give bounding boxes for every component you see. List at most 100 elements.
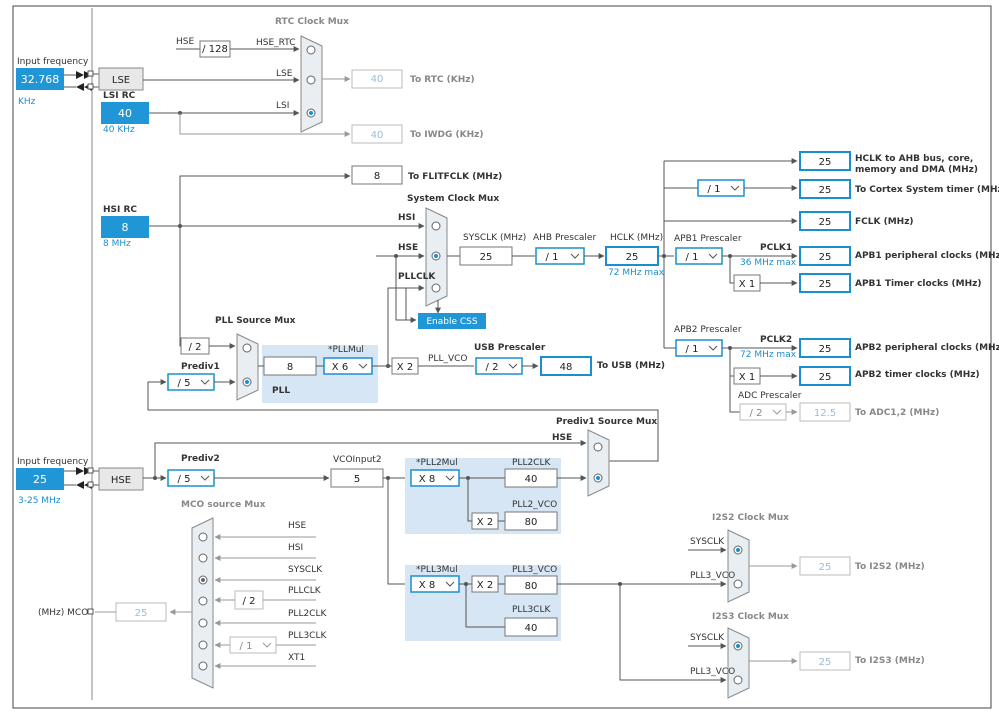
mco-hsi-label: HSI bbox=[288, 543, 303, 553]
chevron-down-icon bbox=[262, 642, 272, 648]
i2s3-clock-mux[interactable] bbox=[727, 627, 750, 699]
cortex-output-value: 25 bbox=[819, 185, 832, 196]
rtc-output-label: To RTC (KHz) bbox=[410, 75, 475, 85]
prediv1-source-mux[interactable] bbox=[587, 429, 610, 497]
pll-src-radio-hsi[interactable] bbox=[242, 343, 252, 353]
mco-radio-pllclk[interactable] bbox=[198, 596, 208, 606]
hclk-ahb-output-box bbox=[799, 151, 851, 171]
iwdg-output-label: To IWDG (KHz) bbox=[410, 130, 484, 140]
pclk1-label: PCLK1 bbox=[760, 243, 792, 253]
hclk-ahb-label-1: HCLK to AHB bus, core, bbox=[855, 154, 973, 164]
adc-prescaler-title: ADC Prescaler bbox=[738, 391, 802, 401]
apb1-title: APB1 Prescaler bbox=[674, 234, 742, 244]
i2s3-sysclk-label: SYSCLK bbox=[690, 633, 725, 643]
apb2-peripheral-value: 25 bbox=[819, 344, 832, 355]
fclk-output-box bbox=[799, 211, 851, 231]
i2s3-radio-pll3[interactable] bbox=[733, 675, 743, 685]
chevron-down-icon bbox=[358, 363, 368, 369]
i2s2-radio-pll3[interactable] bbox=[733, 579, 743, 589]
pll-x2-value: X 2 bbox=[397, 362, 413, 373]
enable-css-button[interactable] bbox=[418, 313, 486, 329]
mco-pll3clk-label: PLL3CLK bbox=[288, 631, 327, 641]
wire bbox=[179, 173, 351, 226]
enable-css-label: Enable CSS bbox=[426, 317, 478, 327]
lse-input-title: Input frequency bbox=[17, 57, 89, 67]
pll3clk-value: 40 bbox=[525, 623, 538, 634]
pll-source-mux[interactable] bbox=[236, 333, 259, 401]
chevron-down-icon bbox=[200, 475, 210, 481]
rtc-mux-radio-hse[interactable] bbox=[306, 45, 316, 55]
rtc-mux-radio-lsi-dot bbox=[309, 111, 313, 115]
prediv1-mux-radio-hse[interactable] bbox=[593, 442, 603, 452]
i2s2-radio-sysclk-dot bbox=[736, 548, 740, 552]
pll3clk-title: PLL3CLK bbox=[512, 605, 551, 615]
hclk-ahb-label-2: memory and DMA (MHz) bbox=[855, 165, 978, 175]
iwdg-output-value: 40 bbox=[371, 130, 384, 141]
lse-input-frequency[interactable] bbox=[16, 68, 64, 90]
apb1-peripheral-label: APB1 peripheral clocks (MHz) bbox=[855, 251, 999, 261]
pll-src-title: PLL Source Mux bbox=[215, 316, 296, 326]
pll3mul-title: *PLL3Mul bbox=[416, 565, 458, 575]
prediv2-value: / 5 bbox=[178, 474, 191, 485]
apb2-max: 72 MHz max bbox=[740, 350, 797, 360]
fclk-output-label: FCLK (MHz) bbox=[855, 217, 914, 227]
wire bbox=[465, 584, 505, 628]
wire bbox=[729, 348, 740, 413]
hse-div128-value: / 128 bbox=[202, 44, 228, 55]
hse-input-frequency[interactable] bbox=[16, 468, 64, 490]
apb2-timer-value: 25 bbox=[819, 372, 832, 383]
pll-vco-label: PLL_VCO bbox=[428, 354, 467, 364]
hclk-value: 25 bbox=[626, 252, 639, 263]
i2s3-output-box bbox=[799, 651, 851, 671]
junction bbox=[728, 346, 732, 350]
usb-output-box bbox=[540, 356, 592, 376]
mco-radio-xt1[interactable] bbox=[198, 661, 208, 671]
i2s2-output-label: To I2S2 (MHz) bbox=[855, 562, 925, 572]
mco-radio-pll2clk[interactable] bbox=[198, 618, 208, 628]
mco-output-value: 25 bbox=[135, 608, 148, 619]
i2s3-mux-title: I2S3 Clock Mux bbox=[712, 612, 789, 622]
pll2clk-value: 40 bbox=[525, 474, 538, 485]
pll-input-value: 8 bbox=[287, 362, 293, 373]
sysmux-title: System Clock Mux bbox=[407, 194, 499, 204]
pin-icon bbox=[87, 70, 94, 77]
hsi-rc-block bbox=[101, 216, 149, 238]
pclk2-label: PCLK2 bbox=[760, 335, 792, 345]
lsi-value: 40 bbox=[118, 107, 132, 120]
lse-block-label: LSE bbox=[112, 75, 130, 86]
i2s2-sysclk-label: SYSCLK bbox=[690, 537, 725, 547]
junction bbox=[728, 254, 732, 258]
apb2-peripheral-output-box bbox=[799, 338, 851, 358]
sysmux-radio-pllclk[interactable] bbox=[431, 283, 441, 293]
hclk-ahb-output-value: 25 bbox=[819, 157, 832, 168]
i2s2-clock-mux[interactable] bbox=[727, 529, 750, 603]
mco-radio-hsi[interactable] bbox=[198, 553, 208, 563]
pll-title: PLL bbox=[272, 386, 290, 396]
wire bbox=[147, 379, 659, 462]
chevron-down-icon bbox=[570, 253, 580, 259]
mco-radio-pll3clk[interactable] bbox=[198, 640, 208, 650]
wire bbox=[179, 226, 195, 347]
apb2-peripheral-label: APB2 peripheral clocks (MHz) bbox=[855, 343, 999, 353]
apb2-timer-output-box bbox=[799, 366, 851, 386]
sysmux-radio-hsi[interactable] bbox=[431, 221, 441, 231]
cortex-div-value: / 1 bbox=[708, 184, 721, 195]
junction bbox=[153, 476, 157, 480]
adc-prescaler-value: / 2 bbox=[750, 408, 763, 419]
junction bbox=[386, 364, 390, 368]
mco-radio-hse[interactable] bbox=[198, 532, 208, 542]
pin-icon bbox=[87, 467, 94, 474]
hse-input-title: Input frequency bbox=[17, 457, 89, 467]
hclk-title: HCLK (MHz) bbox=[610, 233, 663, 243]
mco-pll3-div-value: / 1 bbox=[240, 641, 253, 652]
sysmux-hse-label: HSE bbox=[398, 243, 418, 253]
apb1-max: 36 MHz max bbox=[740, 258, 797, 268]
wire bbox=[387, 285, 425, 365]
prediv1-mux-title: Prediv1 Source Mux bbox=[556, 417, 657, 427]
pll2-vco-box bbox=[504, 511, 558, 531]
lse-block bbox=[98, 67, 144, 91]
sysmux-pllclk-label: PLLCLK bbox=[398, 272, 436, 282]
apb1-peripheral-value: 25 bbox=[819, 252, 832, 263]
mco-radio-sysclk-dot bbox=[201, 578, 205, 582]
rtc-mux-radio-lse[interactable] bbox=[306, 75, 316, 85]
